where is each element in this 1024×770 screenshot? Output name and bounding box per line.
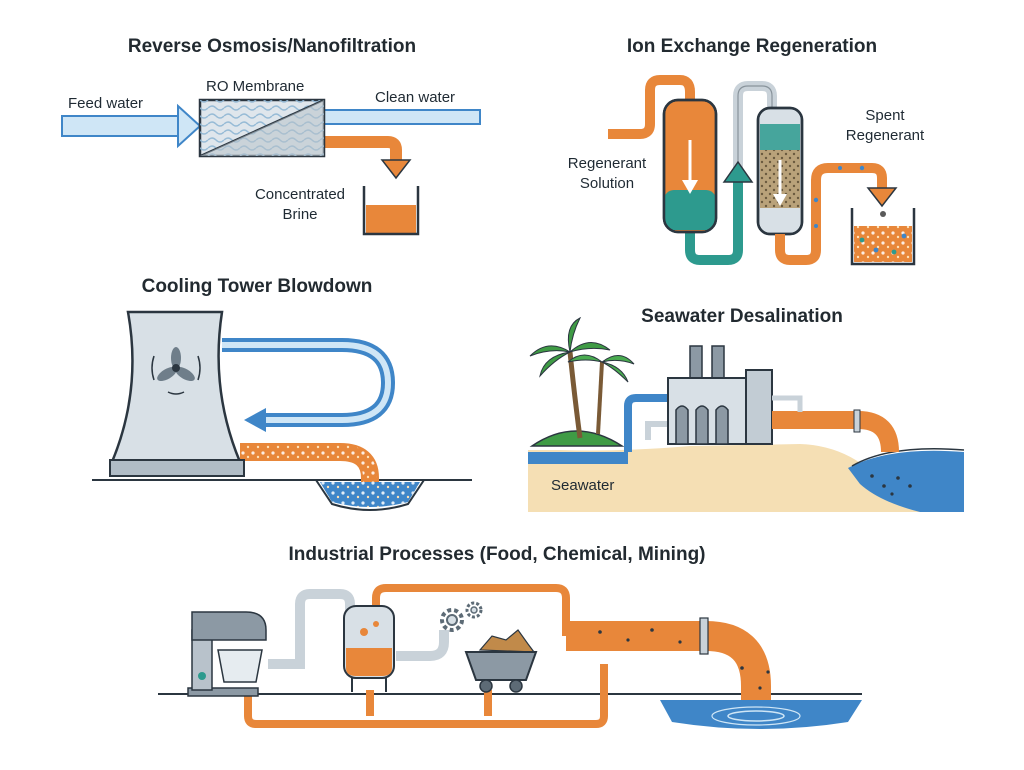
outfall-dispersion	[870, 474, 912, 496]
ion-particles	[813, 165, 865, 228]
sea-water	[848, 450, 964, 512]
clean-water-pipe	[319, 109, 481, 125]
ro-section	[61, 98, 481, 236]
outfall-particles	[598, 628, 770, 690]
gear-icon-2	[465, 601, 483, 619]
industrial-top-pipe	[372, 584, 570, 636]
ro-title: Reverse Osmosis/Nanofiltration	[127, 36, 417, 57]
blowdown-pond	[315, 479, 425, 511]
teal-up-arrow	[722, 160, 754, 183]
intake-water-band	[528, 452, 628, 464]
ro-membrane-label: RO Membrane	[206, 78, 305, 95]
seawater-intake-pipe	[624, 394, 668, 452]
seawater-title: Seawater Desalination	[641, 306, 843, 327]
regenerant-solution-label: Regenerant Solution	[568, 154, 646, 194]
seawater-label: Seawater	[551, 477, 615, 494]
cooling-tower	[109, 310, 245, 477]
feed-water-arrow	[61, 103, 202, 149]
cooling-water-loop	[222, 338, 396, 427]
brine-arrow	[380, 159, 412, 180]
stand-mixer-icon	[187, 611, 267, 697]
cooling-title: Cooling Tower Blowdown	[141, 276, 373, 297]
ion-exchange-section	[608, 75, 916, 266]
ion-title: Ion Exchange Regeneration	[626, 36, 878, 57]
brine-label-line-1: Concentrated	[254, 186, 346, 203]
brine-label-line-2: Brine	[282, 206, 318, 223]
brine-beaker	[362, 186, 420, 236]
fan-icon	[151, 347, 201, 395]
industrial-outfall-pipe	[566, 621, 771, 712]
reactor-vessel-icon	[343, 605, 395, 692]
industrial-title: Industrial Processes (Food, Chemical, Mi…	[288, 544, 706, 565]
spent-regenerant-label: Spent Regenerant	[846, 106, 924, 146]
cooling-tower-section	[92, 310, 472, 511]
spent-regenerant-pipe	[775, 163, 887, 265]
cooling-return-arrow	[244, 408, 266, 432]
gear-icon	[440, 608, 464, 632]
gray-transfer-pipe	[733, 81, 777, 170]
spent-label-line-1: Spent	[865, 107, 905, 124]
industrial-bottom-pipe	[244, 664, 608, 728]
regen-label-line-2: Solution	[579, 175, 635, 192]
exchange-column-2	[756, 106, 804, 236]
regenerant-inlet-pipe	[608, 75, 695, 139]
teal-loop-pipe	[685, 180, 743, 265]
spent-beaker	[850, 208, 916, 266]
ro-membrane-box	[198, 98, 326, 158]
exchange-column-1	[662, 98, 718, 234]
clean-water-label: Clean water	[375, 89, 456, 106]
palm-tree-icon-2	[567, 354, 635, 435]
desalination-plant	[667, 345, 773, 445]
industrial-section	[158, 584, 862, 729]
spent-arrow	[866, 187, 898, 208]
brine-pipe	[320, 136, 402, 162]
concentrated-brine-label: Concentrated Brine	[255, 185, 345, 225]
mine-cart-icon	[464, 629, 538, 693]
receiving-water	[660, 700, 862, 729]
regen-label-line-1: Regenerant	[567, 155, 647, 172]
seawater-section	[528, 316, 965, 512]
industrial-gray-pipe	[268, 589, 355, 669]
feed-water-label: Feed water	[68, 95, 144, 112]
spent-label-line-2: Regenerant	[845, 127, 925, 144]
